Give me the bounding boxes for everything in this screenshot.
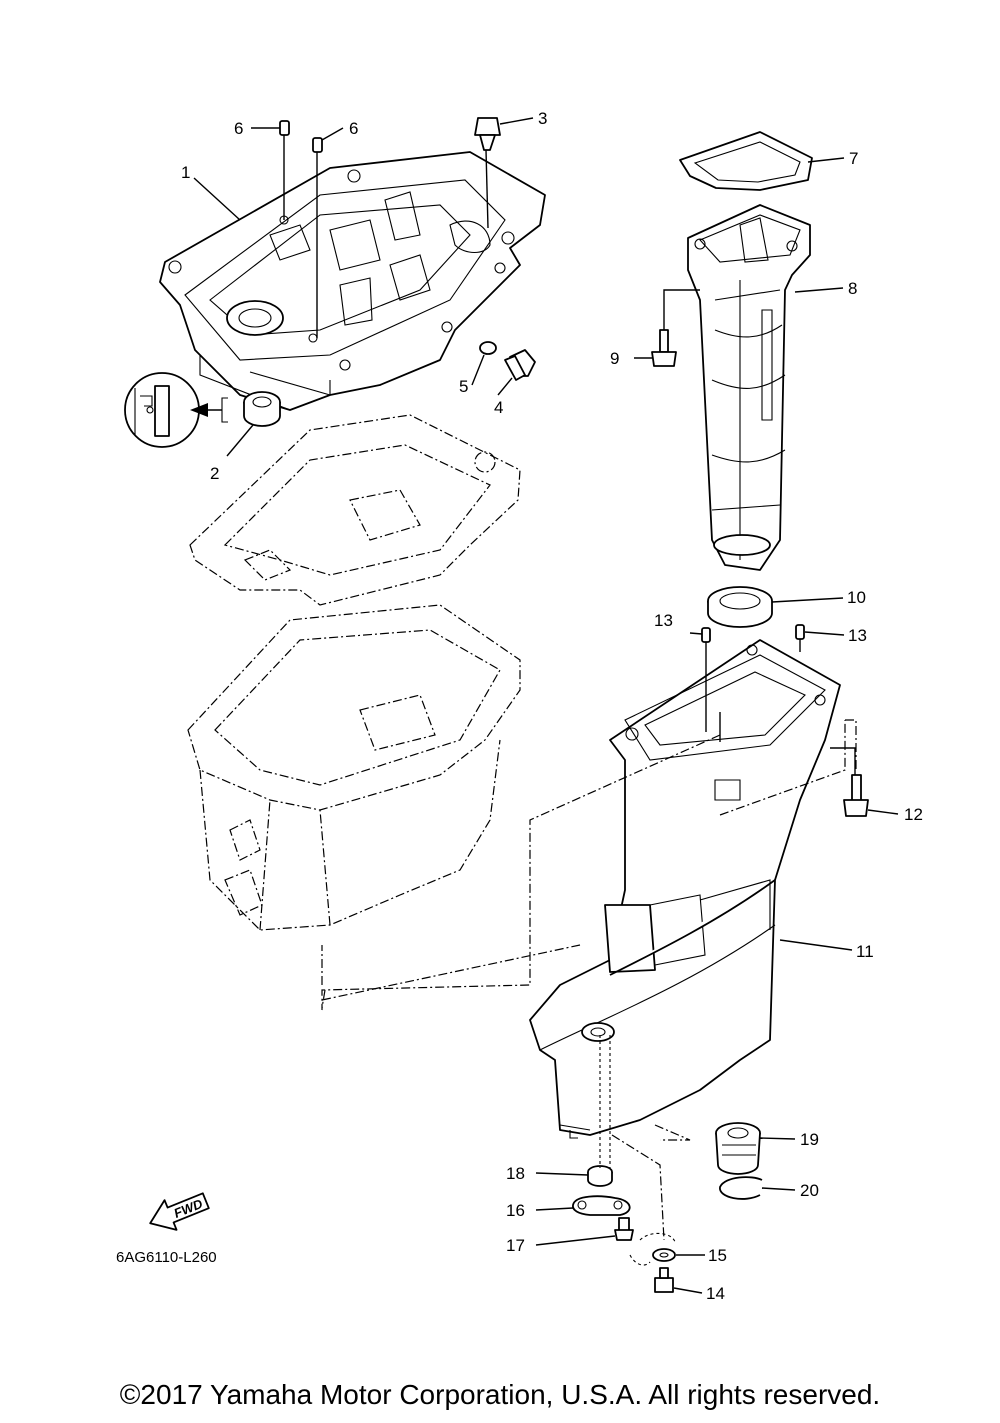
callout-9: 9 (610, 349, 619, 368)
copyright-notice: ©2017 Yamaha Motor Corporation, U.S.A. A… (120, 1379, 880, 1410)
callout-3: 3 (538, 109, 547, 128)
circlip-20 (719, 1176, 763, 1200)
screw-17 (614, 1217, 634, 1241)
callout-13-right: 13 (848, 626, 867, 645)
exhaust-gasket (679, 131, 813, 191)
grommet (474, 117, 501, 151)
phantom-seal-15 (629, 1232, 676, 1266)
callout-15: 15 (708, 1246, 727, 1265)
drain-plug-18 (587, 1165, 613, 1187)
callout-7: 7 (849, 149, 858, 168)
callout-12: 12 (904, 805, 923, 824)
callout-6-right: 6 (349, 119, 358, 138)
callout-2: 2 (210, 464, 219, 483)
bolt-14 (654, 1267, 674, 1293)
plate-16 (572, 1195, 631, 1216)
callout-6-left: 6 (234, 119, 243, 138)
gasket-washer (479, 341, 497, 355)
callout-13-left: 13 (654, 611, 673, 630)
oil-pan-phantom (187, 604, 521, 931)
exhaust-guide (687, 204, 811, 571)
leader-lines (193, 117, 899, 1294)
dowel-pin-13-left (701, 627, 711, 643)
callout-10: 10 (847, 588, 866, 607)
washer-15 (652, 1248, 676, 1262)
driveshaft-housing (529, 639, 841, 1139)
callout-4: 4 (494, 398, 503, 417)
drain-bolt (504, 349, 536, 381)
dowel-pin-right (312, 137, 323, 153)
gasket-phantom (189, 414, 521, 606)
callout-11: 11 (856, 942, 874, 961)
callout-1: 1 (181, 163, 190, 182)
callout-8: 8 (848, 279, 857, 298)
upper-casing (159, 151, 546, 411)
callout-19: 19 (800, 1130, 819, 1149)
bolt-9 (651, 329, 677, 367)
callout-5: 5 (459, 377, 468, 396)
callout-labels: 1 2 3 4 5 6 6 7 8 9 10 11 12 13 13 14 15… (181, 109, 923, 1303)
bolt-12 (843, 774, 869, 817)
callout-16: 16 (506, 1201, 525, 1220)
dowel-pin-left (279, 120, 290, 136)
callout-18: 18 (506, 1164, 525, 1183)
seal-direction-inset (124, 372, 228, 448)
forward-arrow-icon: FWD (149, 1192, 210, 1231)
callout-14: 14 (706, 1284, 725, 1303)
damper-ring (707, 586, 773, 628)
callout-17: 17 (506, 1236, 525, 1255)
bushing-19 (715, 1122, 761, 1175)
callout-20: 20 (800, 1181, 819, 1200)
oil-seal (243, 391, 281, 427)
dowel-pin-13-right (795, 624, 805, 640)
diagram-code: 6AG6110-L260 (116, 1249, 217, 1266)
